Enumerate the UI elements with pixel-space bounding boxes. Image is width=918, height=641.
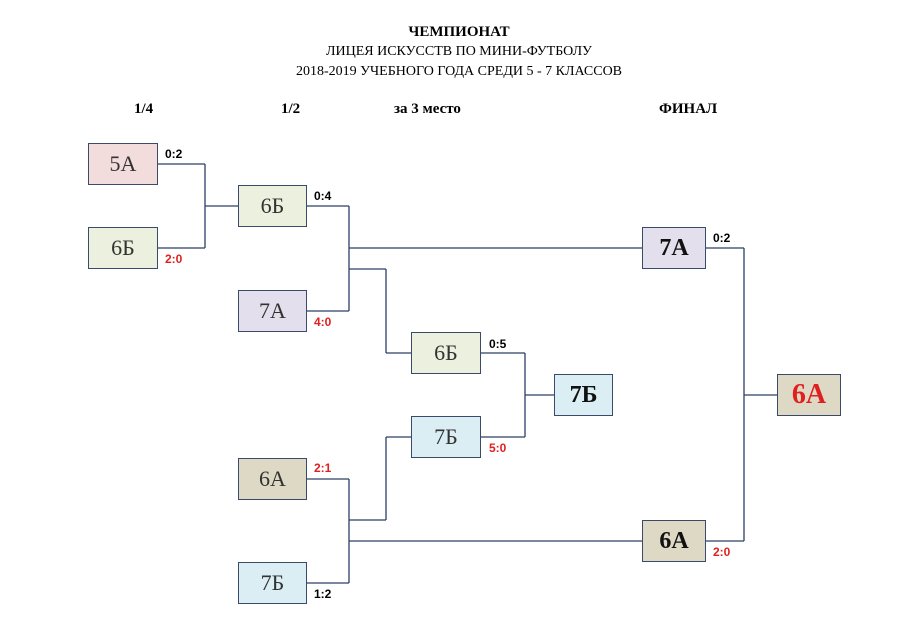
team-box-5a: 5А <box>88 143 158 185</box>
score-7a-final: 0:2 <box>713 231 731 245</box>
score-6b-semi: 0:4 <box>314 189 332 203</box>
team-box-7a-final: 7А <box>642 227 706 269</box>
team-box-6b-quarter: 6Б <box>88 227 158 269</box>
team-box-7b-semi: 7Б <box>238 562 307 604</box>
stage-final-label: ФИНАЛ <box>659 101 718 117</box>
title: ЧЕМПИОНАТ <box>408 24 510 40</box>
team-box-6b-semi: 6Б <box>238 185 307 227</box>
score-6b-quarter: 2:0 <box>165 252 183 266</box>
champion-box: 6А <box>777 374 841 416</box>
score-7b-semi: 1:2 <box>314 587 332 601</box>
third-place-winner-box: 7Б <box>554 374 613 416</box>
stage-third-place-label: за 3 место <box>394 101 461 117</box>
score-6a-final: 2:0 <box>713 545 731 559</box>
season-line: 2018-2019 УЧЕБНОГО ГОДА СРЕДИ 5 - 7 КЛАС… <box>295 64 623 79</box>
score-6a-semi: 2:1 <box>314 461 332 475</box>
team-box-7b-third: 7Б <box>411 416 481 458</box>
score-6b-third: 0:5 <box>489 337 507 351</box>
team-box-7a-semi: 7А <box>238 290 307 332</box>
subtitle: ЛИЦЕЯ ИСКУССТВ ПО МИНИ-ФУТБОЛУ <box>326 44 592 59</box>
team-box-6b-third: 6Б <box>411 332 481 374</box>
stage-semifinal-label: 1/2 <box>281 101 301 117</box>
team-box-6a-final: 6А <box>642 520 706 562</box>
stage-quarterfinal-label: 1/4 <box>134 101 154 117</box>
score-7a-semi: 4:0 <box>314 315 332 329</box>
score-7b-third: 5:0 <box>489 441 507 455</box>
team-box-6a-semi: 6А <box>238 458 307 500</box>
score-5a-quarter: 0:2 <box>165 147 183 161</box>
